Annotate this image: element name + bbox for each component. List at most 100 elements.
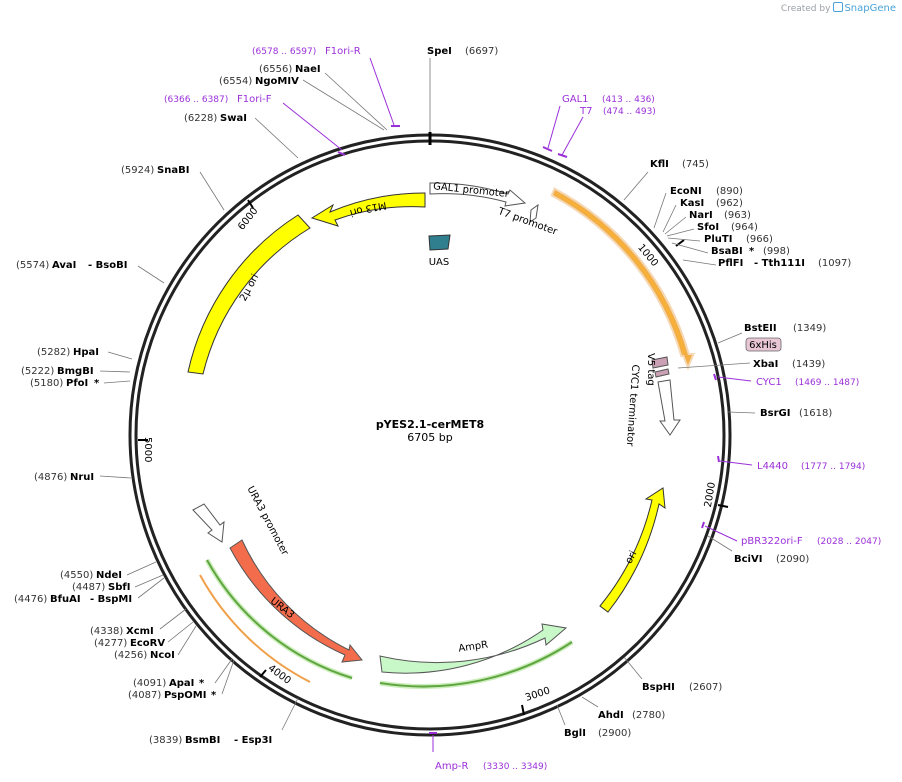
site-star: * (199, 678, 205, 689)
site-name[interactable]: PflFI (718, 258, 743, 269)
site-name[interactable]: SfoI (697, 222, 719, 233)
site-name[interactable]: KflI (650, 159, 669, 170)
site-position: (5222) (21, 366, 54, 377)
credit-prefix: Created by (780, 4, 831, 14)
site-name[interactable]: NarI (689, 210, 713, 221)
site-position: (4487) (72, 582, 105, 593)
site-isoschizomer[interactable]: - Esp3I (234, 735, 272, 746)
primer-name[interactable]: F1ori-F (237, 94, 272, 105)
site-position: (6556) (259, 64, 292, 75)
his-tag-badge (745, 337, 782, 352)
two-micron-ori-arrow[interactable] (187, 214, 311, 375)
site-name[interactable]: AhdI (598, 710, 624, 721)
site-name[interactable]: KasI (680, 198, 704, 209)
m13-ori-arrow[interactable] (310, 192, 426, 227)
site-name[interactable]: NgoMIV (255, 76, 299, 87)
site-name[interactable]: ApaI (169, 678, 194, 689)
ura3-orf-band[interactable] (199, 574, 311, 683)
tick-label-3000: 3000 (524, 685, 552, 703)
tick-2000 (717, 504, 729, 508)
site-position: (1439) (792, 359, 825, 370)
site-position: (5574) (16, 260, 49, 271)
site-name[interactable]: BsmBI (185, 735, 220, 746)
site-position: (6228) (184, 113, 217, 124)
cyc1-terminator-arrow[interactable] (657, 379, 681, 436)
met8-cds-band[interactable] (550, 187, 695, 371)
primer-name[interactable]: GAL1 (562, 94, 589, 105)
ampr-cds-band[interactable] (379, 641, 573, 688)
primer-name[interactable]: F1ori-R (325, 46, 361, 57)
site-position: (4256) (114, 650, 147, 661)
site-name[interactable]: AvaI (52, 260, 76, 271)
site-name[interactable]: EcoNI (670, 186, 702, 197)
site-name[interactable]: BstEII (744, 323, 777, 334)
primer-name[interactable]: pBR322ori-F (741, 536, 803, 547)
site-star: * (94, 378, 100, 389)
site-isoschizomer[interactable]: - BsoBI (88, 260, 127, 271)
ura3-cds-glow (204, 558, 353, 681)
site-name[interactable]: BsaBI (711, 246, 743, 257)
site-position: (2090) (776, 554, 809, 565)
site-position: (890) (716, 186, 743, 197)
site-position: (4091) (133, 678, 166, 689)
site-labels: SpeI (6697) (6556) NaeI (6554) NgoMIV (6… (14, 46, 851, 746)
site-position: (2780) (632, 710, 665, 721)
ampr-label: AmpR (458, 640, 489, 655)
site-name[interactable]: SpeI (427, 46, 452, 57)
plasmid-name: pYES2.1-cerMET8 (376, 418, 484, 431)
primer-name[interactable]: T7 (579, 106, 592, 117)
his-tag-label: 6xHis (749, 340, 777, 351)
site-position: (4476) (14, 594, 47, 605)
primer-name[interactable]: CYC1 (756, 377, 782, 388)
plasmid-length: 6705 bp (407, 431, 452, 444)
ura3-cds-band[interactable] (206, 559, 353, 679)
site-position: (6697) (465, 46, 498, 57)
site-position: (5282) (37, 347, 70, 358)
site-name[interactable]: XbaI (753, 359, 778, 370)
site-name[interactable]: SbfI (108, 582, 130, 593)
site-isoschizomer[interactable]: - BspMI (90, 594, 132, 605)
site-name[interactable]: NcoI (150, 650, 175, 661)
site-name[interactable]: BfuAI (50, 594, 81, 605)
site-name[interactable]: PfoI (66, 378, 88, 389)
primer-name[interactable]: L4440 (757, 461, 788, 472)
site-name[interactable]: PspOMI (164, 690, 206, 701)
site-star: * (749, 246, 755, 257)
primer-range: (1777 .. 1794) (801, 462, 865, 472)
site-name[interactable]: SnaBI (157, 165, 189, 176)
site-name[interactable]: EcoRV (130, 638, 165, 649)
ampr-cds-glow (379, 639, 574, 690)
site-name[interactable]: XcmI (126, 626, 154, 637)
site-position: (4087) (128, 690, 161, 701)
site-name[interactable]: BsrGI (760, 408, 790, 419)
v5-tag-box[interactable] (651, 356, 669, 369)
site-name[interactable]: HpaI (73, 347, 99, 358)
site-name[interactable]: BmgBI (57, 366, 94, 377)
site-name[interactable]: NruI (70, 472, 94, 483)
site-name[interactable]: BglI (564, 728, 586, 739)
primer-range: (6366 .. 6387) (164, 95, 228, 105)
site-name[interactable]: NaeI (295, 64, 321, 75)
ori-arrow[interactable] (599, 487, 666, 613)
site-name[interactable]: SwaI (220, 113, 247, 124)
site-name[interactable]: BspHI (642, 682, 675, 693)
primer-labels: (6578 .. 6597) F1ori-R (6366 .. 6387) F1… (164, 46, 881, 772)
ampr-arrow[interactable] (379, 623, 568, 674)
gal1-promoter-arrow[interactable] (429, 182, 527, 207)
tick-label-5000: 5000 (142, 437, 153, 462)
site-position: (4277) (94, 638, 127, 649)
primer-name[interactable]: Amp-R (435, 761, 469, 772)
ura3-arrow[interactable] (229, 539, 363, 663)
uas-box[interactable] (428, 234, 451, 251)
site-position: (2900) (598, 728, 631, 739)
site-name[interactable]: NdeI (96, 570, 122, 581)
his-tag-box[interactable] (654, 368, 670, 378)
site-isoschizomer[interactable]: - Tth111I (754, 258, 805, 269)
t7-promoter-arrow[interactable] (529, 203, 539, 223)
primer-range: (1469 .. 1487) (795, 378, 859, 388)
ura3-promoter-arrow[interactable] (192, 503, 225, 543)
site-name[interactable]: PluTI (704, 234, 732, 245)
site-position: (1349) (793, 323, 826, 334)
credit-brand: SnapGene (844, 3, 896, 14)
site-name[interactable]: BciVI (734, 554, 762, 565)
